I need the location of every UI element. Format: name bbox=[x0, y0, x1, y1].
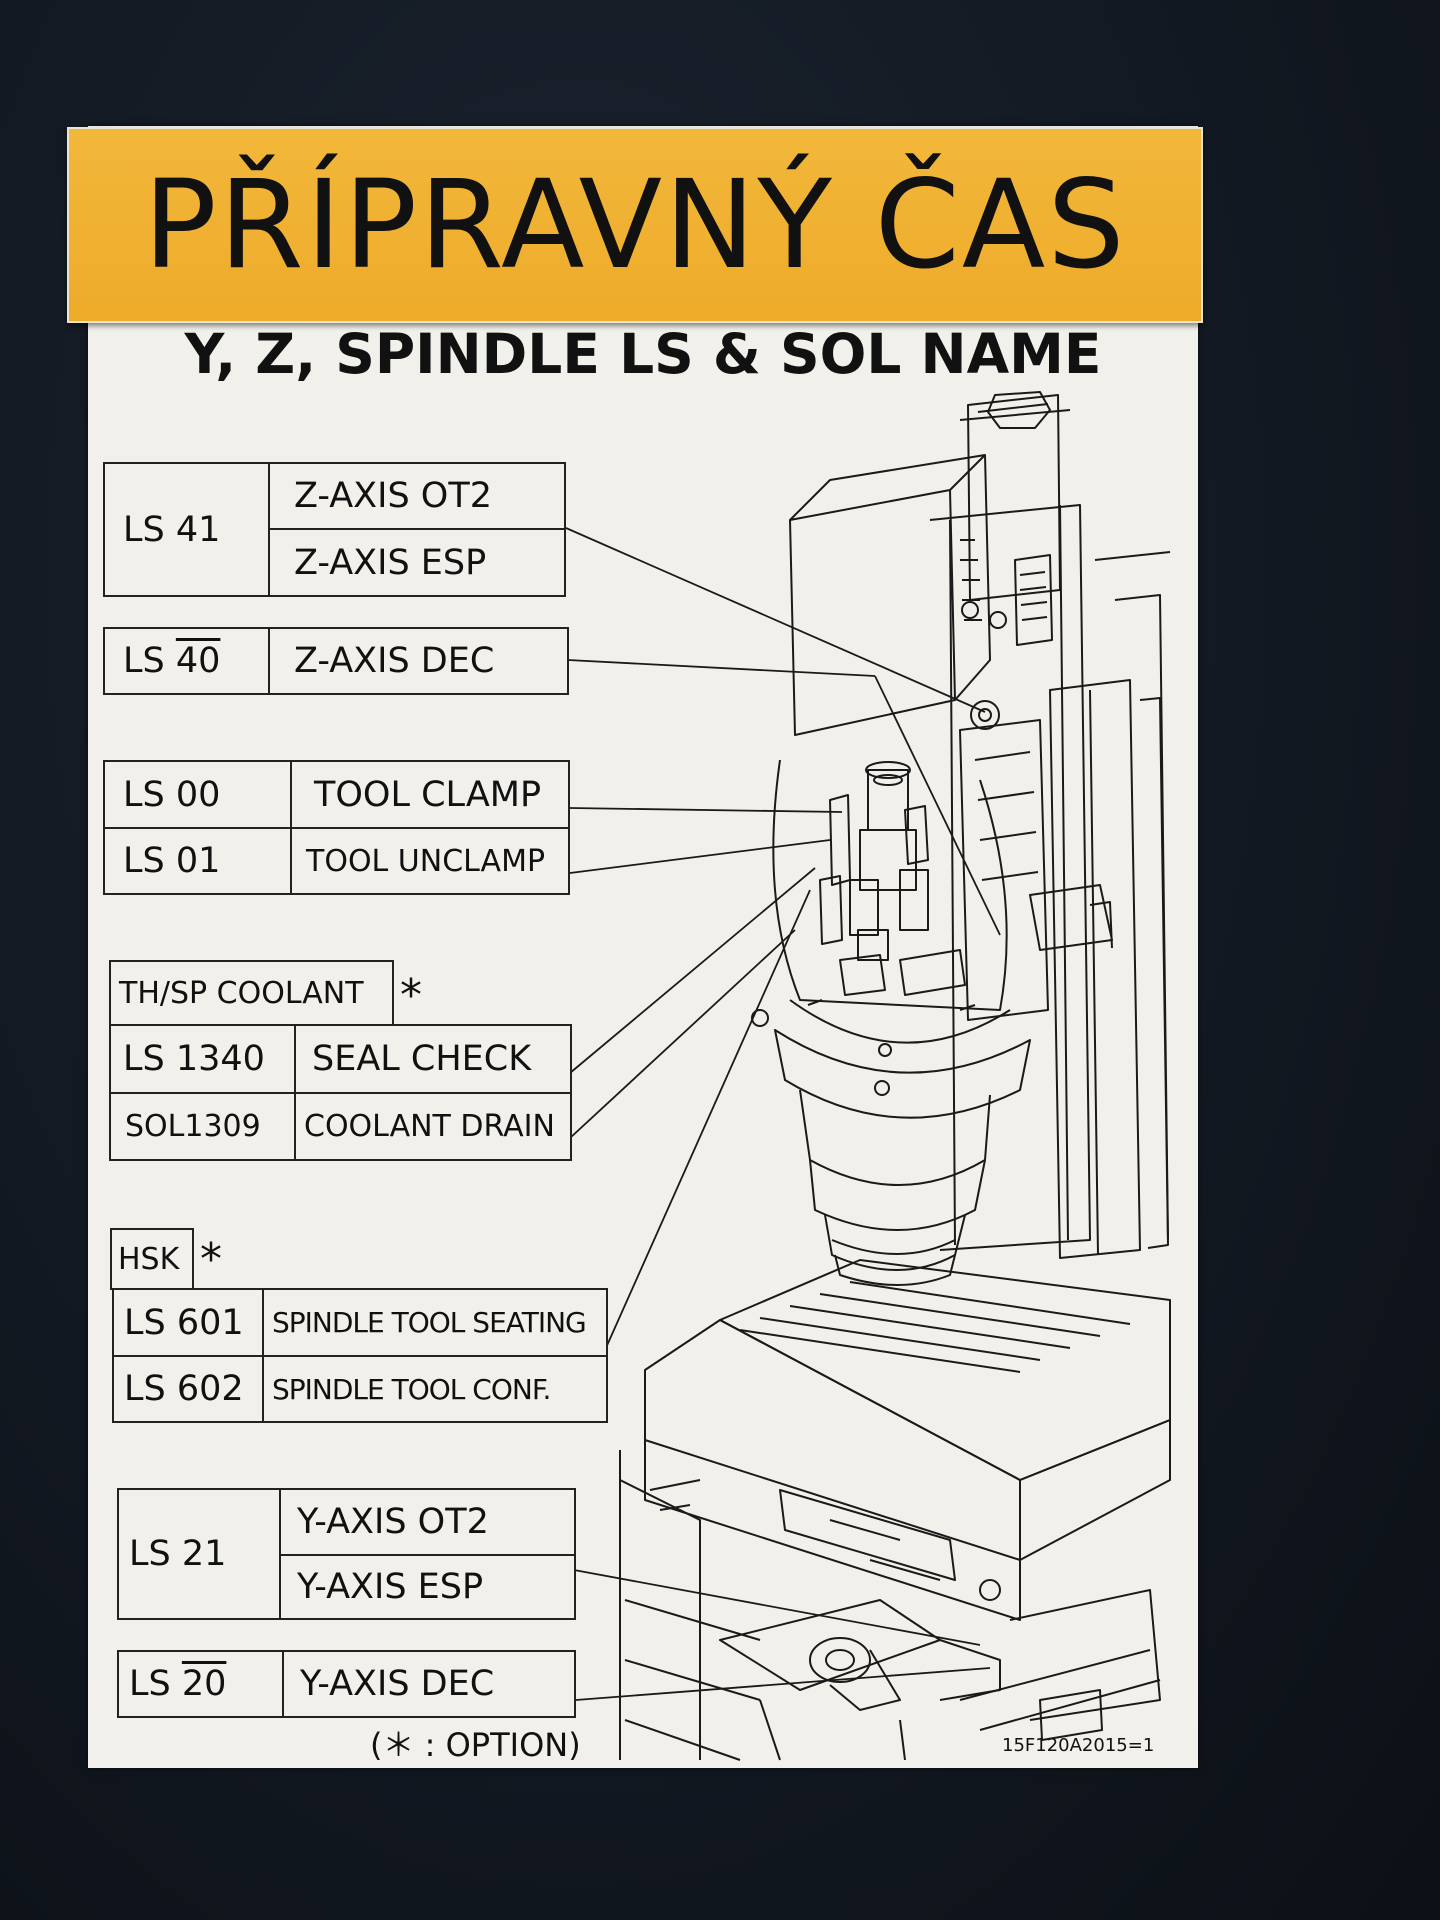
coolant-row-2-name: COOLANT DRAIN bbox=[304, 1109, 555, 1144]
coolant-table: LS 1340 SEAL CHECK SOL1309 COOLANT DRAIN bbox=[109, 1024, 572, 1161]
ls20-id: LS 20 bbox=[119, 1652, 284, 1716]
ls40-table: LS 40 Z-AXIS DEC bbox=[103, 627, 569, 695]
coolant-title: TH/SP COOLANT bbox=[119, 975, 364, 1011]
hsk-title-box: HSK bbox=[110, 1228, 194, 1290]
ls40-id-prefix: LS bbox=[123, 641, 176, 681]
tool-row-2-id: LS 01 bbox=[105, 829, 292, 893]
ls21-table: LS 21 Y-AXIS OT2 Y-AXIS ESP bbox=[117, 1488, 576, 1620]
ls40-id: LS 40 bbox=[105, 629, 270, 693]
part-code: 15F120A2015=1 bbox=[1002, 1735, 1155, 1756]
ls41-row-1: Z-AXIS OT2 bbox=[270, 464, 564, 530]
tool-row-1-name: TOOL CLAMP bbox=[292, 762, 568, 829]
tool-table: LS 00 TOOL CLAMP LS 01 TOOL UNCLAMP bbox=[103, 760, 570, 895]
tool-row-1-id: LS 00 bbox=[105, 762, 292, 829]
diagram-subtitle: Y, Z, SPINDLE LS & SOL NAME bbox=[184, 322, 1102, 386]
ls21-row-2: Y-AXIS ESP bbox=[297, 1567, 484, 1607]
banner-title: PŘÍPRAVNÝ ČAS bbox=[143, 154, 1127, 296]
coolant-title-box: TH/SP COOLANT bbox=[109, 960, 394, 1026]
coolant-row-1-name: SEAL CHECK bbox=[296, 1026, 570, 1094]
ls20-id-prefix: LS bbox=[129, 1664, 182, 1704]
hsk-row-1-name: SPINDLE TOOL SEATING bbox=[264, 1290, 606, 1357]
tool-row-2-name: TOOL UNCLAMP bbox=[306, 843, 546, 879]
option-note: (＊ : OPTION) bbox=[370, 1726, 581, 1764]
ls20-table: LS 20 Y-AXIS DEC bbox=[117, 1650, 576, 1718]
ls21-row-1: Y-AXIS OT2 bbox=[281, 1490, 574, 1556]
ls20-id-digits: 20 bbox=[181, 1664, 227, 1704]
ls41-id: LS 41 bbox=[105, 464, 270, 595]
title-banner: PŘÍPRAVNÝ ČAS bbox=[67, 127, 1203, 323]
hsk-row-2-id: LS 602 bbox=[114, 1357, 264, 1421]
ls41-table: LS 41 Z-AXIS OT2 Z-AXIS ESP bbox=[103, 462, 566, 597]
hsk-row-2-name: SPINDLE TOOL CONF. bbox=[272, 1372, 551, 1406]
ls41-row-2: Z-AXIS ESP bbox=[294, 542, 487, 583]
hsk-row-1-id: LS 601 bbox=[114, 1290, 264, 1357]
coolant-row-2-id: SOL1309 bbox=[111, 1094, 296, 1159]
ls21-id: LS 21 bbox=[119, 1490, 281, 1618]
hsk-table: LS 601 SPINDLE TOOL SEATING LS 602 SPIND… bbox=[112, 1288, 608, 1423]
ls40-id-digits: 40 bbox=[175, 641, 221, 681]
hsk-option-mark: * bbox=[200, 1234, 222, 1285]
hsk-title: HSK bbox=[118, 1241, 180, 1277]
coolant-option-mark: * bbox=[400, 970, 422, 1021]
ls20-name: Y-AXIS DEC bbox=[300, 1664, 495, 1704]
coolant-row-1-id: LS 1340 bbox=[111, 1026, 296, 1094]
ls40-name: Z-AXIS DEC bbox=[294, 641, 495, 681]
